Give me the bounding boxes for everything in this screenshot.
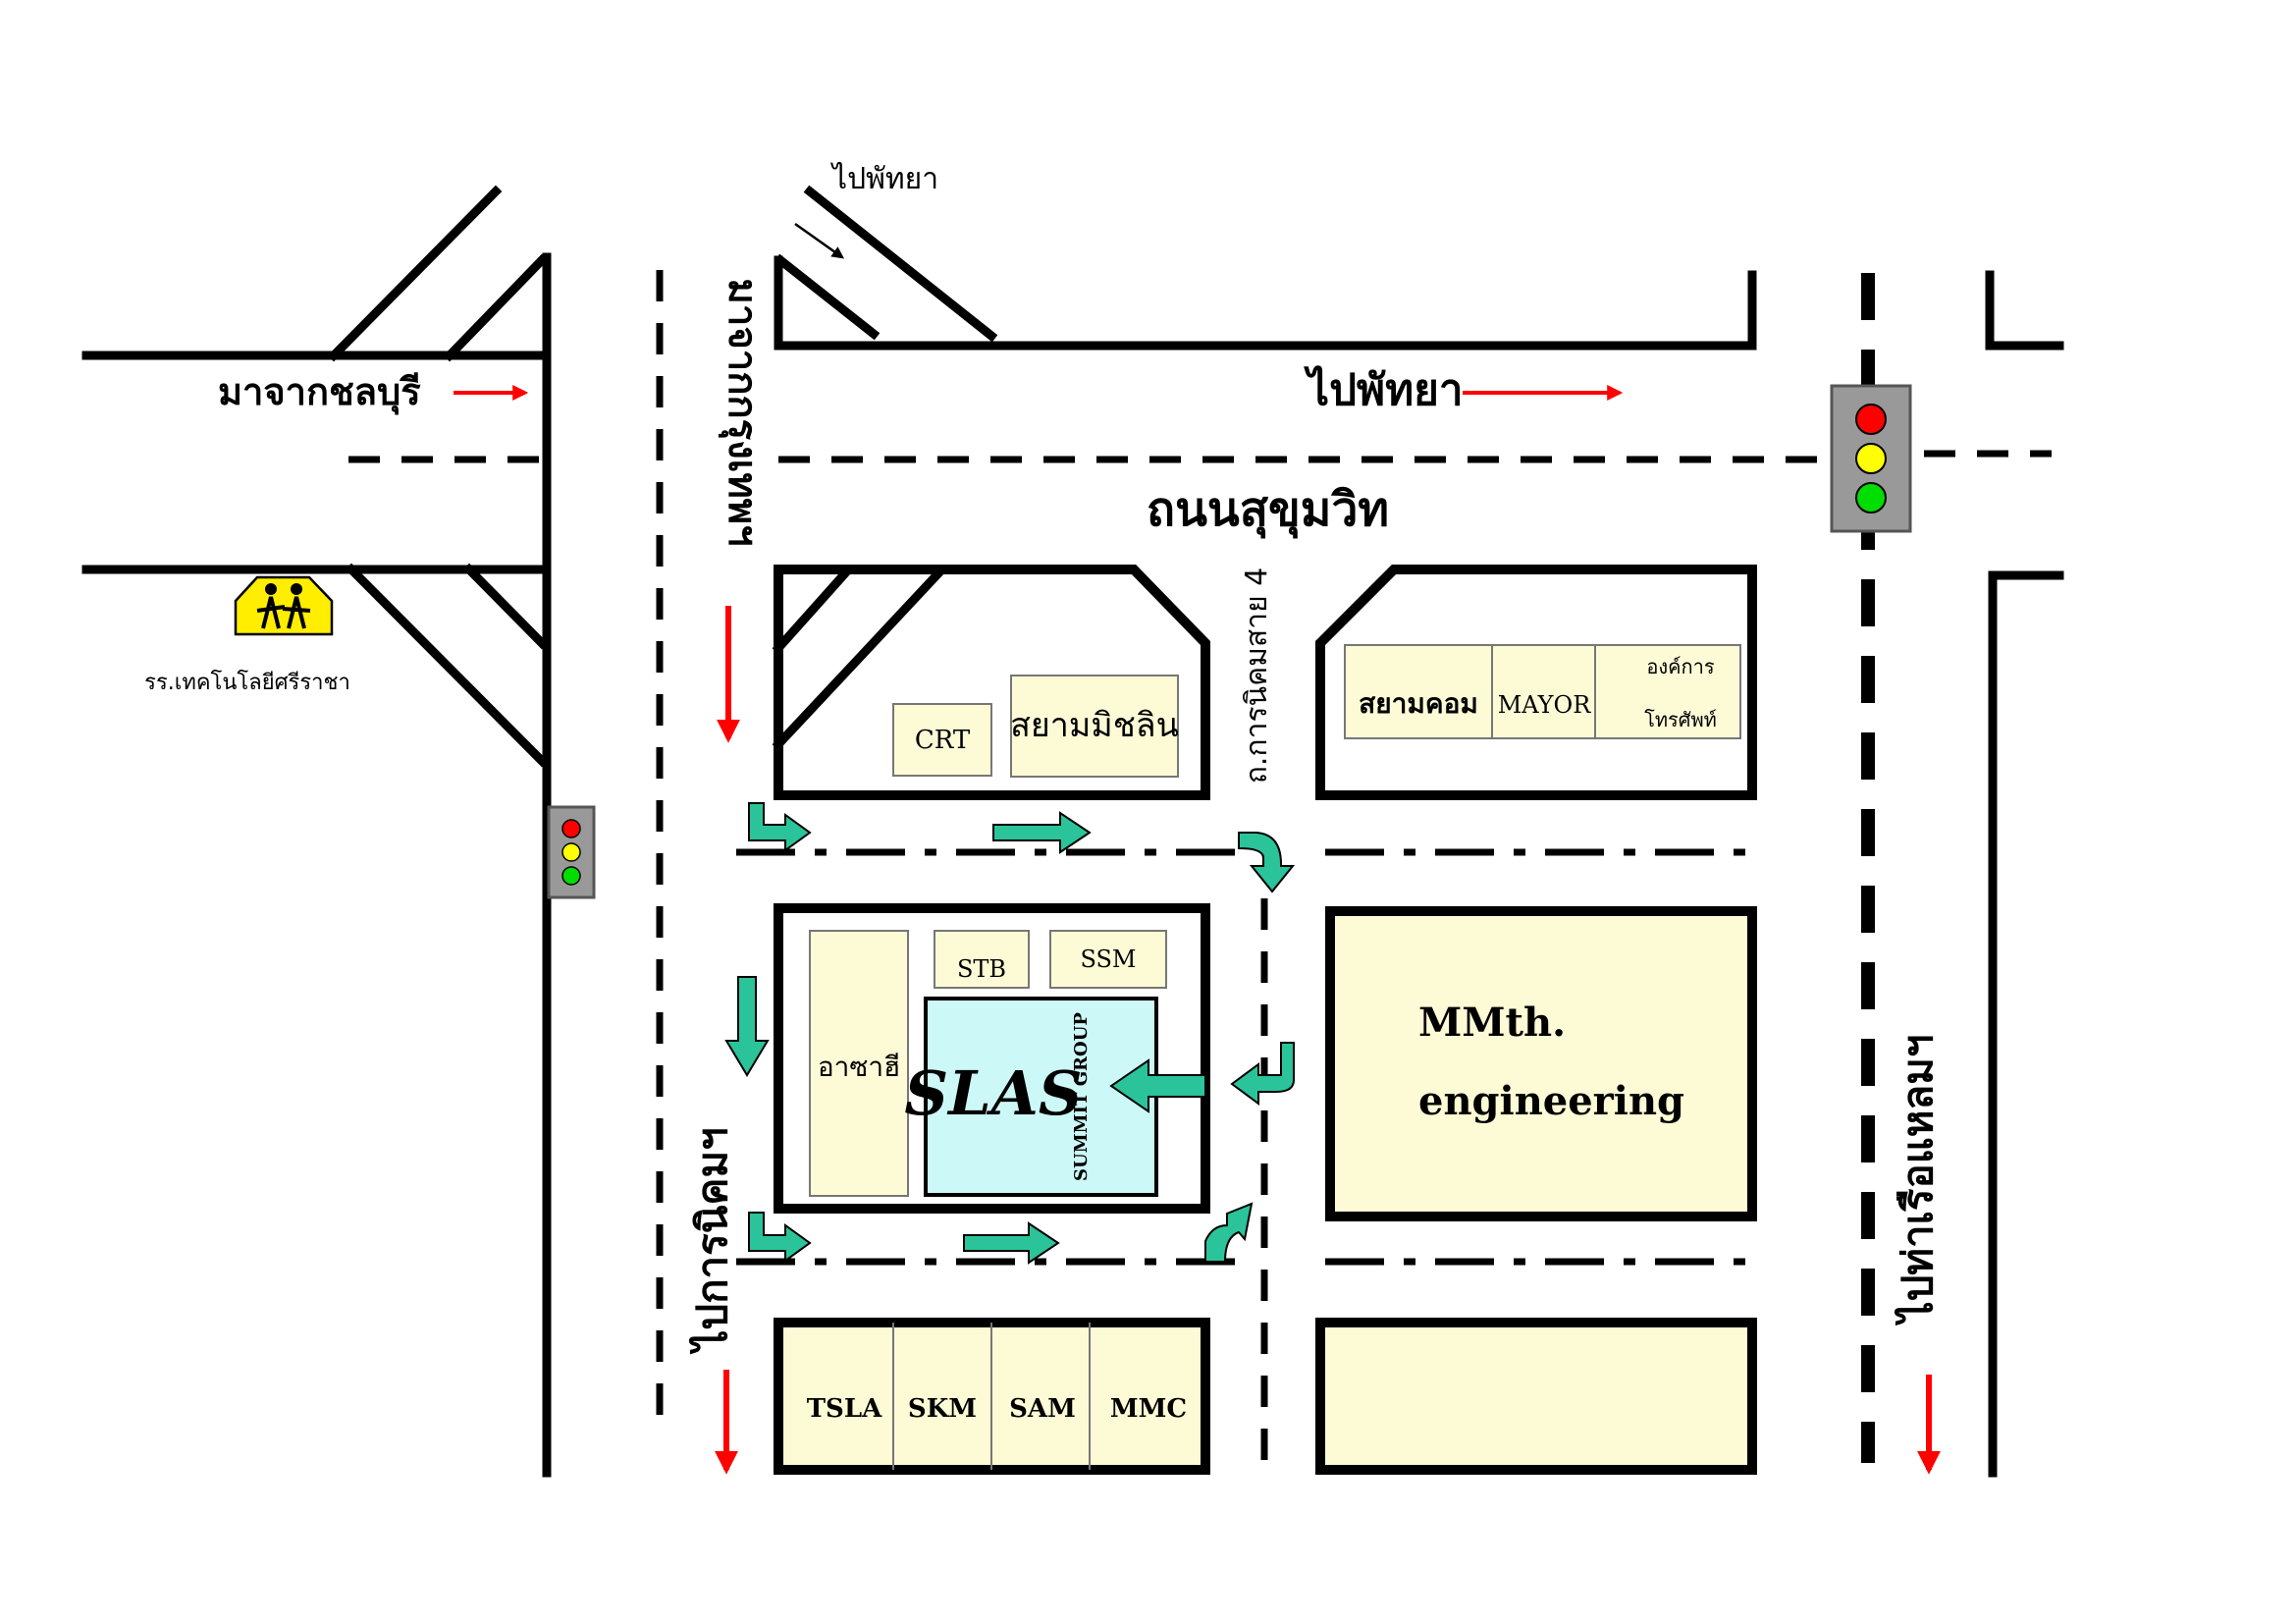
mmc-label: MMC <box>1110 1394 1187 1424</box>
traffic-light-icon <box>547 805 596 899</box>
siam-michelin-label: สยามมิชลิน <box>1010 706 1179 745</box>
siam-com-label: สยามคอม <box>1359 687 1478 720</box>
stb-label: STB <box>957 955 1006 983</box>
from-chonburi-label: มาจากชลบุรี <box>218 370 421 415</box>
school-label: รร.เทคโนโลยีศรีราชา <box>144 670 350 695</box>
to-pattaya-small-label: ไปพัทยา <box>830 161 938 196</box>
sam-label: SAM <box>1009 1394 1076 1424</box>
to-industrial-estate-label: ไปการนิคมฯ <box>688 1127 736 1354</box>
asahi-label: อาซาฮี <box>818 1051 900 1083</box>
block-summit: อาซาฮี STB SSM SLAS SUMMIT GROUP <box>774 903 1210 1214</box>
traffic-light-icon <box>1830 384 1912 533</box>
estate-road-4-label: ถ.การนิคมสาย 4 <box>1240 568 1274 784</box>
from-bangkok-label: มาจากกรุงเทพฯ <box>718 278 765 546</box>
telephone-org-label-1: องค์การ <box>1646 655 1714 678</box>
school-crossing-icon <box>234 575 334 636</box>
green-turn-arrow-icon <box>724 802 1296 1265</box>
siam-michelin-building: สยามมิชลิน <box>1010 675 1179 778</box>
sukhumvit-road-label: ถนนสุขุมวิท <box>1147 482 1389 539</box>
telephone-org-label-2: โทรศัพท์ <box>1644 708 1717 731</box>
ssm-label: SSM <box>1080 946 1136 973</box>
mmth-label-2: engineering <box>1418 1078 1684 1124</box>
summit-group-label: SUMMIT GROUP <box>1071 1012 1092 1181</box>
to-pattaya-small-arrow <box>794 222 845 259</box>
block-north-east: สยามคอม MAYOR องค์การ โทรศัพท์ <box>1315 565 1757 800</box>
block-south-west: TSLA SKM SAM MMC <box>774 1318 1210 1475</box>
block-south-east <box>1315 1318 1757 1475</box>
mayor-label: MAYOR <box>1498 691 1591 719</box>
to-pattaya-label: ไปพัทยา <box>1304 364 1464 415</box>
mmth-label-1: MMth. <box>1418 1000 1566 1046</box>
tsla-label: TSLA <box>807 1394 882 1424</box>
slas-logo: SLAS <box>904 1057 1082 1129</box>
summit-group-building <box>924 997 1158 1197</box>
mmth-engineering-building: MMth. engineering <box>1325 906 1757 1221</box>
crt-building: CRT <box>892 703 992 777</box>
skm-label: SKM <box>908 1394 977 1424</box>
to-laem-pier-label: ไปท่าเรือแหลมฯ <box>1894 1035 1942 1326</box>
crt-label: CRT <box>915 726 971 755</box>
